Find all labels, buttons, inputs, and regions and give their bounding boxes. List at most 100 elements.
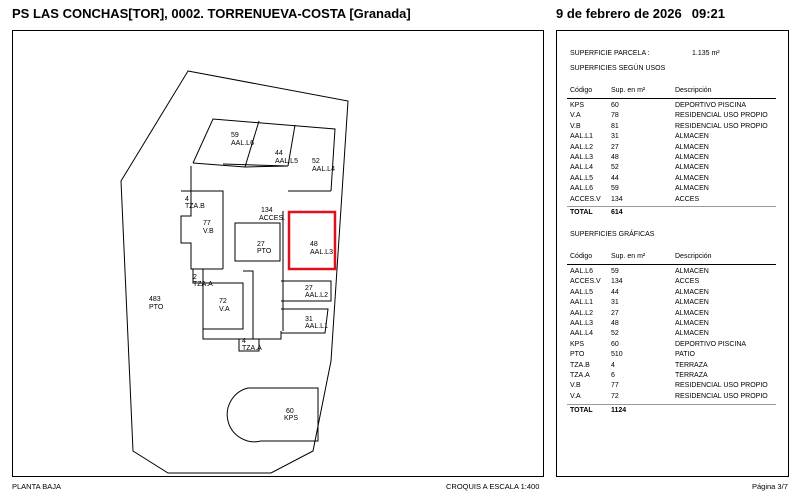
room-code: PTO xyxy=(149,304,164,311)
cell-code: ACCES.V xyxy=(570,278,601,286)
svg-text:PTO: PTO xyxy=(149,304,164,311)
cell-desc: ALMACEN xyxy=(675,268,709,275)
svg-text:52: 52 xyxy=(312,158,320,165)
cell-code: TZA.B xyxy=(570,361,590,369)
svg-text:48: 48 xyxy=(310,241,318,248)
room-area: 134 xyxy=(261,207,273,214)
cell-code: AAL.L2 xyxy=(570,309,593,317)
wall-l5-l4 xyxy=(287,124,296,167)
cell-desc: ALMACEN xyxy=(675,299,709,307)
cell-desc: ALMACEN xyxy=(675,185,709,193)
cell-code: AAL.L5 xyxy=(570,174,593,182)
cell-desc: DEPORTIVO PISCINA xyxy=(675,102,747,109)
scale-label: CROQUIS A ESCALA 1:400 xyxy=(446,482,540,491)
room-code: ACCES. xyxy=(259,215,285,222)
cell-code: KPS xyxy=(570,340,585,348)
room-area: 48 xyxy=(310,241,318,248)
room-code: AAL.L5 xyxy=(275,158,298,165)
wall-upper-storage xyxy=(192,118,336,192)
room-code: AAL.L3 xyxy=(310,249,333,256)
room-area: 77 xyxy=(203,220,211,227)
cell-area: 31 xyxy=(611,133,619,141)
room-code: V.B xyxy=(203,228,214,235)
svg-text:77: 77 xyxy=(203,220,211,227)
cell-desc: PATIO xyxy=(675,351,695,359)
cell-desc: TERRAZA xyxy=(675,372,708,379)
graphic-header-rule xyxy=(567,264,776,265)
cell-area: 134 xyxy=(611,278,623,286)
cell-desc: RESIDENCIAL USO PROPIO xyxy=(675,122,768,130)
table-row: AAL.L6 59 ALMACEN xyxy=(557,268,788,278)
svg-text:134: 134 xyxy=(261,207,273,214)
cell-code: AAL.L3 xyxy=(570,320,593,327)
total-label: TOTAL xyxy=(570,407,593,414)
wall-l2 xyxy=(281,280,332,302)
col-desc: Descripción xyxy=(675,87,712,94)
graphic-total-rule xyxy=(567,404,776,405)
highlight-aal-l3 xyxy=(287,210,337,271)
cell-desc: RESIDENCIAL USO PROPIO xyxy=(675,392,768,400)
room-code: V.A xyxy=(219,306,230,313)
parcel-area-label: SUPERFICIE PARCELA : xyxy=(570,50,650,57)
parcel-area-value: 1.135 m² xyxy=(692,50,720,57)
room-code: TZA.A xyxy=(242,345,262,352)
cell-area: 510 xyxy=(611,351,623,359)
cell-area: 78 xyxy=(611,112,619,120)
cell-code: V.B xyxy=(570,382,581,390)
parcel-area-row: SUPERFICIE PARCELA : 1.135 m² xyxy=(557,50,788,60)
svg-text:31: 31 xyxy=(305,316,313,323)
cell-desc: ALMACEN xyxy=(675,320,709,327)
svg-text:27: 27 xyxy=(305,285,313,292)
col-desc: Descripción xyxy=(675,253,712,260)
cell-desc: TERRAZA xyxy=(675,361,708,369)
cell-code: ACCES.V xyxy=(570,195,601,203)
cell-code: AAL.L4 xyxy=(570,330,593,338)
svg-text:44: 44 xyxy=(275,150,283,157)
wall-l1 xyxy=(281,308,329,334)
wall-tzaa-bottom xyxy=(238,339,260,352)
room-area: 60 xyxy=(286,408,294,415)
cell-desc: RESIDENCIAL USO PROPIO xyxy=(675,382,768,390)
floor-plan-drawing: 59 AAL.L6 44 AAL.L5 52 AAL.L4 4 TZA.B 77… xyxy=(120,70,349,474)
room-code: KPS xyxy=(284,415,298,422)
col-code: Código xyxy=(570,253,593,260)
cell-code: AAL.L1 xyxy=(570,299,593,307)
svg-text:27: 27 xyxy=(257,241,265,248)
svg-text:2: 2 xyxy=(193,274,197,281)
cell-area: 59 xyxy=(611,268,619,275)
wall-l6-l5 xyxy=(244,120,260,168)
cell-area: 44 xyxy=(611,174,619,182)
cell-code: AAL.L2 xyxy=(570,143,593,151)
room-area: 31 xyxy=(305,316,313,323)
room-code: AAL.L4 xyxy=(312,166,335,173)
room-area: 27 xyxy=(305,285,313,292)
cell-code: TZA.A xyxy=(570,372,590,379)
svg-text:TZA.A: TZA.A xyxy=(193,281,213,288)
cell-code: AAL.L6 xyxy=(570,185,593,193)
table-row: AAL.L5 44 ALMACEN xyxy=(557,175,788,185)
floor-plan-sketch: 59 AAL.L6 44 AAL.L5 52 AAL.L4 4 TZA.B 77… xyxy=(12,30,544,477)
uses-total-value: 614 xyxy=(611,209,623,216)
page-number: Página 3/7 xyxy=(752,482,788,491)
col-area: Sup. en m² xyxy=(611,87,646,94)
cell-desc: ALMACEN xyxy=(675,174,709,182)
room-area: 72 xyxy=(219,298,227,305)
cell-area: 48 xyxy=(611,154,619,161)
svg-text:AAL.L4: AAL.L4 xyxy=(312,166,335,173)
report-date: 9 de febrero de 2026 xyxy=(556,6,682,21)
room-area: 27 xyxy=(257,241,265,248)
svg-text:59: 59 xyxy=(231,132,239,139)
cell-code: AAL.L6 xyxy=(570,268,593,275)
svg-text:TZA.A: TZA.A xyxy=(242,345,262,352)
cell-desc: ALMACEN xyxy=(675,143,709,151)
room-area: 4 xyxy=(185,196,189,203)
svg-text:TZA.B: TZA.B xyxy=(185,203,205,210)
